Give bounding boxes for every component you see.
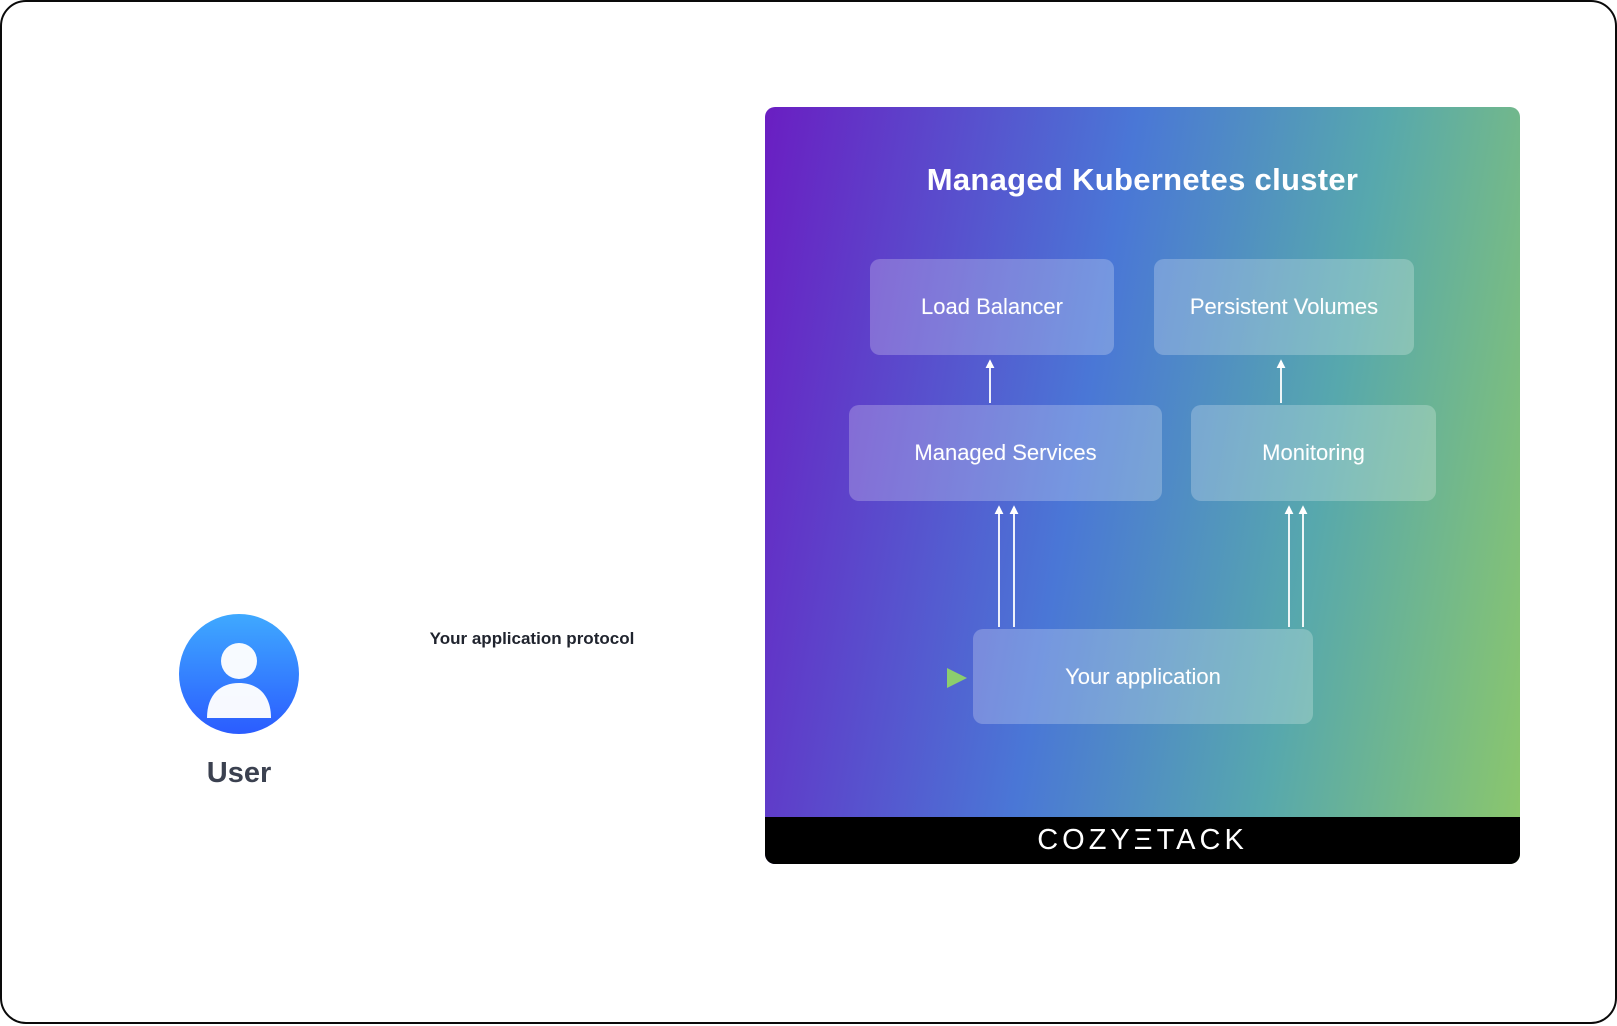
- node-managed-services: Managed Services: [849, 405, 1162, 501]
- protocol-arrow-label: Your application protocol: [429, 629, 635, 648]
- node-load-balancer: Load Balancer: [870, 259, 1114, 355]
- cozystack-footer: COZYΞTACK: [765, 817, 1520, 864]
- person-icon: [207, 643, 271, 718]
- node-monitoring: Monitoring: [1191, 405, 1436, 501]
- user-icon: [179, 614, 299, 734]
- node-your-application: Your application: [973, 629, 1313, 724]
- kubernetes-cluster-panel: Managed Kubernetes cluster Load Balancer…: [765, 107, 1520, 864]
- cluster-title: Managed Kubernetes cluster: [926, 162, 1359, 197]
- cozystack-logo: COZYΞTACK: [1037, 824, 1248, 856]
- user-label: User: [206, 757, 272, 789]
- node-persistent-volumes: Persistent Volumes: [1154, 259, 1414, 355]
